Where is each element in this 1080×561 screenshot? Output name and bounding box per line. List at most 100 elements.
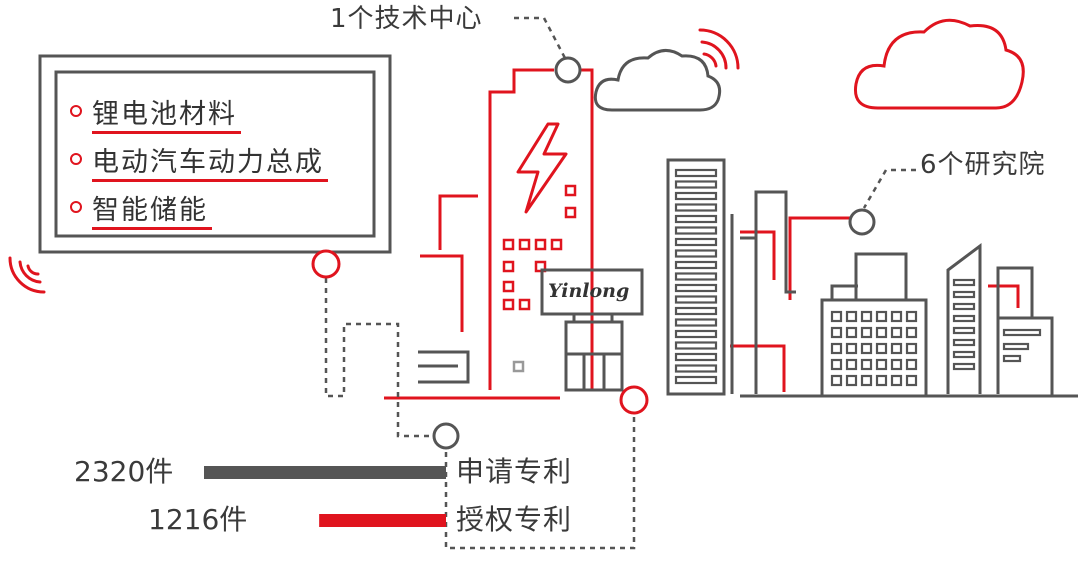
panel-item-storage: 智能储能 [70, 190, 212, 230]
right-tower [946, 243, 1054, 396]
office-window [830, 374, 843, 387]
tower-slat [674, 226, 718, 235]
lightning-icon [516, 122, 568, 214]
tower-slat [952, 350, 976, 359]
tower-slat [1002, 354, 1022, 363]
office-window [845, 326, 858, 339]
tower-slat [674, 306, 718, 316]
tower-slat [952, 326, 976, 335]
applied-patent-label: 申请专利 [456, 455, 573, 488]
office-window [905, 326, 918, 339]
panel-item-label: 锂电池材料 [92, 98, 237, 130]
right-tower-slats [952, 278, 1042, 371]
office-window [890, 310, 903, 323]
callout-research: 6个研究院 [920, 150, 1046, 180]
office-window [860, 326, 873, 339]
office-window [875, 374, 888, 387]
office-window [845, 342, 858, 355]
cloud-icon [593, 49, 722, 112]
office-window [830, 310, 843, 323]
granted-patent-bar [319, 514, 446, 527]
office-window [845, 358, 858, 371]
office-window [830, 326, 843, 339]
tower-slat [674, 364, 718, 373]
office-window [905, 374, 918, 387]
office-window [905, 342, 918, 355]
gate-building [564, 320, 624, 392]
granted-patent-label: 授权专利 [456, 503, 573, 536]
tower-slats [674, 168, 718, 385]
callout-tech-center: 1个技术中心 [330, 4, 483, 34]
tower-slat [1002, 342, 1030, 351]
tower-slat [952, 290, 976, 299]
applied-patent-bar [204, 466, 446, 479]
connector-nodes [311, 56, 876, 450]
office-window [905, 310, 918, 323]
tower-slat [674, 237, 718, 247]
main-building [488, 68, 594, 390]
tower-slat [674, 272, 718, 281]
tower-slat [952, 314, 976, 323]
tower-slat [674, 191, 718, 201]
bullet-icon [70, 105, 82, 117]
office-window [875, 326, 888, 339]
office-window [830, 358, 843, 371]
patent-bars [204, 466, 446, 527]
building-windows [502, 184, 577, 311]
tower-slat [952, 338, 976, 347]
office-window [860, 358, 873, 371]
underline [92, 131, 241, 134]
pipe-lines [384, 194, 1020, 400]
office-windows [830, 310, 918, 387]
wifi-signal-icon [698, 28, 740, 70]
office-window [860, 310, 873, 323]
cloud-icon [853, 18, 1025, 110]
tower-slat [674, 318, 718, 327]
office-window [845, 374, 858, 387]
underline [92, 227, 212, 230]
panel-item-powertrain: 电动汽车动力总成 [70, 142, 328, 182]
tower-slat [674, 203, 718, 212]
office-window [890, 358, 903, 371]
small-structure [418, 350, 470, 384]
tower-slat [674, 329, 718, 339]
tower-slat [952, 362, 976, 371]
tower-slat [674, 168, 718, 178]
tower-slat [674, 375, 718, 385]
tower-slat [952, 302, 976, 311]
office-window [890, 374, 903, 387]
dotted-connectors [324, 16, 916, 550]
office-window [905, 358, 918, 371]
tower-slat [674, 295, 718, 304]
bullet-icon [70, 153, 82, 165]
tower-slat [1002, 328, 1042, 337]
monitor-icon [38, 54, 392, 254]
office-window [890, 326, 903, 339]
tower-slat [674, 352, 718, 362]
underline [92, 179, 328, 182]
yinlong-logo: Yinlong [548, 280, 630, 302]
tower-slat [674, 214, 718, 224]
slatted-tower [666, 158, 726, 396]
office-window [860, 374, 873, 387]
applied-patent-count: 2320件 [74, 455, 174, 488]
office-window [860, 342, 873, 355]
tower-slat [952, 278, 976, 287]
panel-item-label: 智能储能 [92, 194, 208, 226]
granted-patent-count: 1216件 [148, 503, 248, 536]
office-window [875, 310, 888, 323]
office-window [830, 342, 843, 355]
tower-slat [674, 341, 718, 350]
wifi-signal-icon [8, 256, 46, 294]
office-window [875, 342, 888, 355]
tower-slat [674, 249, 718, 258]
office-window [890, 342, 903, 355]
mid-buildings [730, 190, 928, 398]
tower-slat [674, 180, 718, 189]
bullet-icon [70, 201, 82, 213]
tower-slat [674, 260, 718, 270]
tower-slat [674, 283, 718, 293]
office-window [875, 358, 888, 371]
